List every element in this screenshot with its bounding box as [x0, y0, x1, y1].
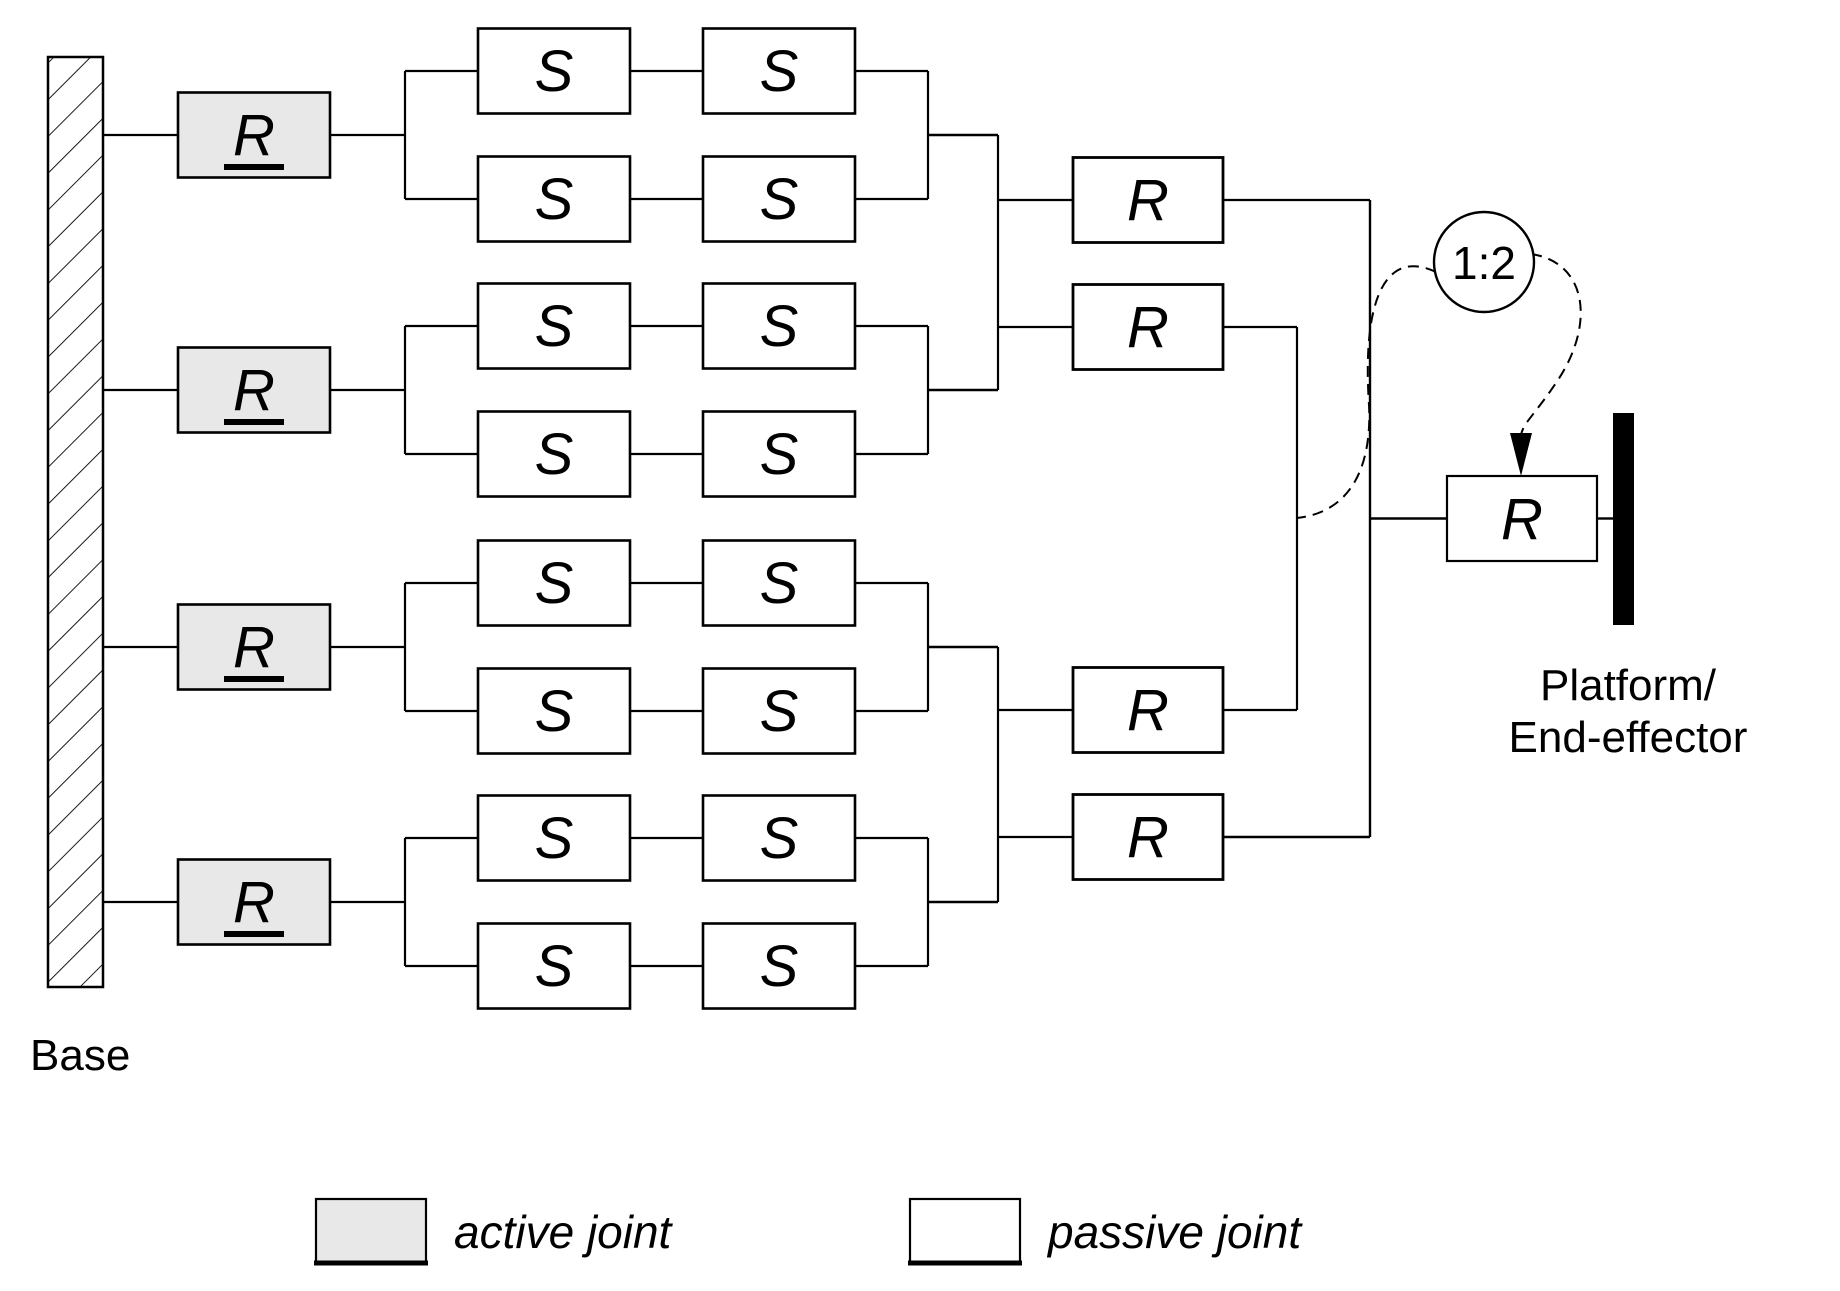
passive-r1-letter: R	[1127, 168, 1169, 233]
limb-1	[103, 27, 998, 243]
limb4-s-box-a1	[476, 794, 632, 882]
limb4-s-box-b2	[701, 922, 857, 1010]
limb3-s-box-a1	[476, 539, 632, 627]
limb1-s-letter-b1: S	[535, 167, 574, 232]
base-hatch-bar	[46, 55, 105, 989]
base-label: Base	[30, 1031, 130, 1080]
output-routing	[1223, 198, 1447, 839]
limb-2	[103, 282, 998, 498]
ratio-label: 1:2	[1452, 237, 1516, 289]
limb-3	[103, 539, 998, 755]
legend-passive-label: passive joint	[1046, 1206, 1303, 1258]
passive-r4-box	[1071, 793, 1225, 881]
limb1-s-box-b2	[701, 155, 857, 243]
limb4-active-joint-letter: R	[233, 870, 275, 935]
limb3-s-box-b2	[701, 667, 857, 755]
passive-r3-letter: R	[1127, 678, 1169, 743]
limb4-s-letter-b2: S	[760, 934, 799, 999]
legend: active joint passive joint	[314, 1197, 1303, 1266]
limb4-active-joint-box	[176, 858, 332, 946]
passive-r1-box	[1071, 156, 1225, 244]
limb1-s-letter-b2: S	[760, 167, 799, 232]
limb1-s-box-a1	[476, 27, 632, 115]
limb-4	[103, 794, 998, 1010]
ratio-arrowhead-icon	[1510, 433, 1532, 476]
limb2-s-letter-b2: S	[760, 422, 799, 487]
upper-bus	[996, 135, 1073, 390]
transmission-annotation: 1:2	[1296, 210, 1582, 519]
limb2-active-joint-letter: R	[233, 358, 275, 423]
limb1-s-letter-a2: S	[760, 39, 799, 104]
limb1-s-box-b1	[476, 155, 632, 243]
final-r-box	[1445, 474, 1599, 563]
limb2-s-letter-b1: S	[535, 422, 574, 487]
limb3-s-box-b1	[476, 667, 632, 755]
base-wall: Base	[30, 55, 130, 1080]
limb3-s-box-a2	[701, 539, 857, 627]
passive-r4-letter: R	[1127, 805, 1169, 870]
limb4-s-letter-a1: S	[535, 806, 574, 871]
limb3-s-letter-b1: S	[535, 679, 574, 744]
ratio-leader-left	[1296, 265, 1437, 519]
final-r-letter: R	[1501, 487, 1543, 552]
ratio-circle	[1432, 210, 1536, 314]
limb3-active-joint-letter: R	[233, 615, 275, 680]
limb3-s-letter-a1: S	[535, 551, 574, 616]
limb1-s-letter-a1: S	[535, 39, 574, 104]
limb2-s-letter-a1: S	[535, 294, 574, 359]
legend-passive-swatch	[908, 1197, 1022, 1265]
limb4-s-letter-a2: S	[760, 806, 799, 871]
limb2-s-box-a2	[701, 282, 857, 370]
passive-r3-box	[1071, 666, 1225, 754]
limb3-s-letter-a2: S	[760, 551, 799, 616]
limb2-s-box-a1	[476, 282, 632, 370]
legend-active-swatch	[314, 1197, 428, 1265]
limb2-active-joint-box	[176, 346, 332, 434]
limb2-s-box-b2	[701, 410, 857, 498]
limb2-s-letter-a2: S	[760, 294, 799, 359]
ratio-leader-right	[1520, 253, 1582, 437]
lower-bus	[996, 647, 1073, 902]
limb3-active-joint-box	[176, 603, 332, 691]
passive-r2-letter: R	[1127, 295, 1169, 360]
legend-active-label: active joint	[454, 1206, 674, 1258]
limb3-s-letter-b2: S	[760, 679, 799, 744]
platform-bar	[1613, 413, 1634, 625]
limb1-active-joint-letter: R	[233, 103, 275, 168]
platform-label-line1: Platform/	[1540, 661, 1717, 710]
limb4-s-letter-b1: S	[535, 934, 574, 999]
platform-label-line2: End-effector	[1509, 713, 1748, 762]
